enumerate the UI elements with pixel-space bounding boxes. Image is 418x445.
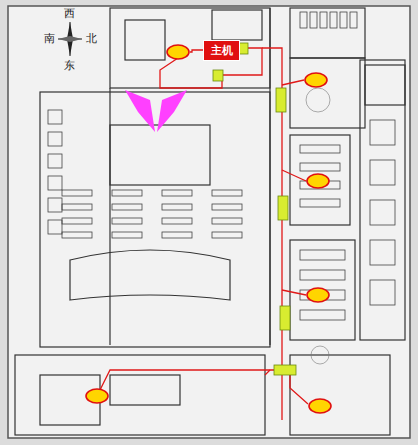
access-points	[86, 45, 331, 413]
node-text: 主机	[211, 43, 233, 58]
compass-label: 东	[64, 60, 75, 71]
compass-label: 北	[86, 33, 97, 44]
host-box: 主机	[203, 40, 240, 61]
repeaters	[213, 43, 296, 375]
compass	[58, 22, 82, 56]
compass-label: 西	[64, 8, 75, 19]
wires	[100, 48, 308, 420]
signal-fan	[125, 90, 187, 132]
compass-label: 南	[44, 33, 55, 44]
